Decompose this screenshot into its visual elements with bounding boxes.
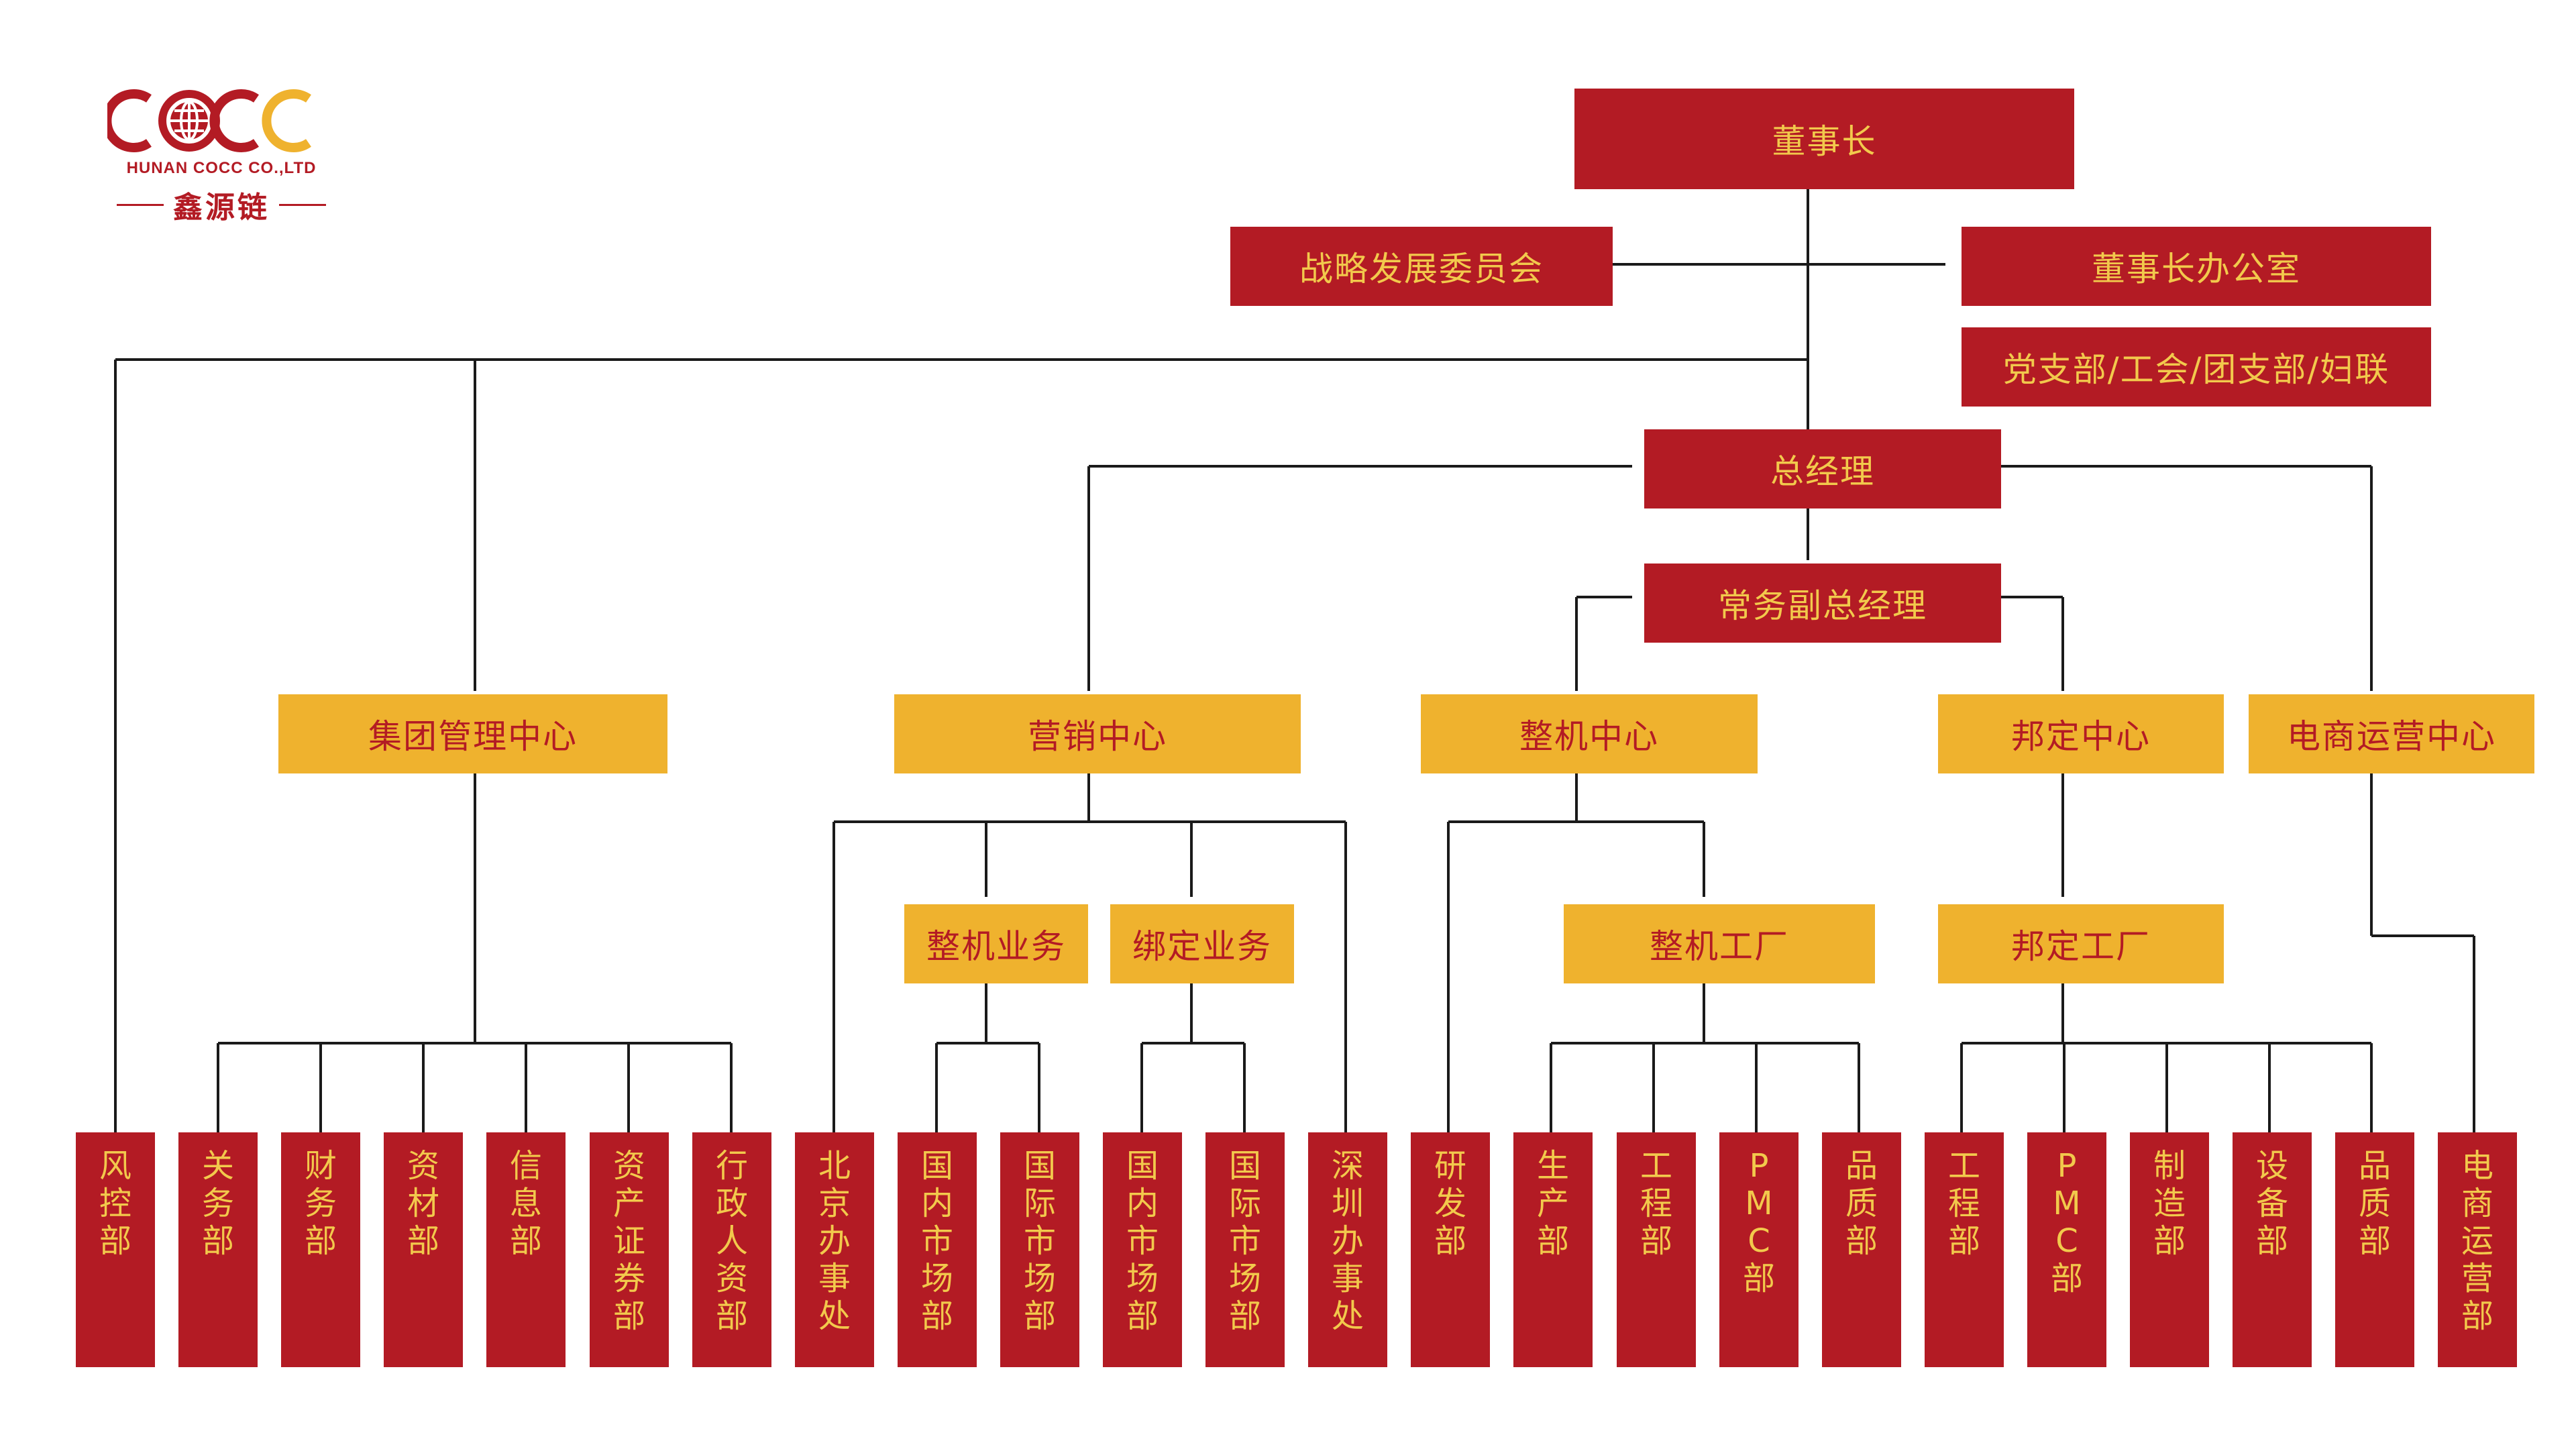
department-box[interactable]: 北京办事处 (795, 1132, 874, 1367)
machine-factory-box[interactable]: 整机工厂 (1564, 904, 1875, 983)
department-label: 工程部 (1947, 1147, 1980, 1260)
department-box[interactable]: 信息部 (486, 1132, 566, 1367)
company-logo: HUNAN COCC CO.,LTD 鑫源链 (107, 84, 335, 231)
department-box[interactable]: 工程部 (1925, 1132, 2004, 1367)
department-label: 品质部 (2358, 1147, 2391, 1260)
logo-chinese-name: 鑫源链 (173, 191, 270, 225)
department-label: 品质部 (1845, 1147, 1878, 1260)
ecommerce-center-box[interactable]: 电商运营中心 (2249, 694, 2534, 773)
department-box[interactable]: 资产证券部 (590, 1132, 669, 1367)
department-label: 生产部 (1536, 1147, 1569, 1260)
department-label: 信息部 (509, 1147, 542, 1260)
department-box[interactable]: 国际市场部 (1205, 1132, 1285, 1367)
department-box[interactable]: 行政人资部 (692, 1132, 771, 1367)
cocc-logo-mark-icon (107, 89, 311, 152)
department-label: 电商运营部 (2461, 1147, 2493, 1335)
chairman-office-box[interactable]: 董事长办公室 (1962, 227, 2431, 306)
department-box[interactable]: 国内市场部 (1103, 1132, 1182, 1367)
marketing-center-box[interactable]: 营销中心 (894, 694, 1301, 773)
department-label: 资材部 (407, 1147, 439, 1260)
department-label: 关务部 (201, 1147, 234, 1260)
executive-deputy-gm-box[interactable]: 常务副总经理 (1644, 564, 2001, 643)
department-box[interactable]: 品质部 (1822, 1132, 1901, 1367)
department-box[interactable]: 设备部 (2233, 1132, 2312, 1367)
department-box[interactable]: 国际市场部 (1000, 1132, 1079, 1367)
department-box[interactable]: 研发部 (1411, 1132, 1490, 1367)
department-box[interactable]: 工程部 (1617, 1132, 1696, 1367)
department-label: 国内市场部 (920, 1147, 953, 1335)
general-manager-box[interactable]: 总经理 (1644, 429, 2001, 508)
bonding-center-box[interactable]: 邦定中心 (1938, 694, 2224, 773)
department-label: 工程部 (1640, 1147, 1672, 1260)
department-label: 国际市场部 (1228, 1147, 1261, 1335)
logo-company-name: HUNAN COCC CO.,LTD (126, 159, 317, 177)
bonding-factory-box[interactable]: 邦定工厂 (1938, 904, 2224, 983)
department-box[interactable]: 国内市场部 (898, 1132, 977, 1367)
department-box[interactable]: 生产部 (1513, 1132, 1593, 1367)
logo-dash-right (279, 203, 326, 206)
department-box[interactable]: 财务部 (281, 1132, 360, 1367)
department-label: 北京办事处 (818, 1147, 851, 1335)
machine-business-box[interactable]: 整机业务 (904, 904, 1088, 983)
machine-center-box[interactable]: 整机中心 (1421, 694, 1758, 773)
party-union-box[interactable]: 党支部/工会/团支部/妇联 (1962, 327, 2431, 407)
department-box[interactable]: 关务部 (178, 1132, 258, 1367)
strategy-committee-box[interactable]: 战略发展委员会 (1230, 227, 1613, 306)
department-label: 资产证券部 (612, 1147, 645, 1335)
department-box[interactable]: 品质部 (2335, 1132, 2414, 1367)
department-label: 研发部 (1434, 1147, 1466, 1260)
department-label: 国内市场部 (1126, 1147, 1159, 1335)
department-label: 财务部 (304, 1147, 337, 1260)
logo-dash-left (117, 203, 164, 206)
department-label: 设备部 (2255, 1147, 2288, 1260)
department-label: 风控部 (99, 1147, 131, 1260)
department-box[interactable]: 电商运营部 (2438, 1132, 2517, 1367)
department-label: 行政人资部 (715, 1147, 748, 1335)
group-mgmt-center-box[interactable]: 集团管理中心 (278, 694, 667, 773)
department-box[interactable]: 风控部 (76, 1132, 155, 1367)
bonding-business-box[interactable]: 绑定业务 (1110, 904, 1294, 983)
department-label: 国际市场部 (1023, 1147, 1056, 1335)
logo-cn-row: 鑫源链 (107, 183, 335, 226)
department-label: 制造部 (2153, 1147, 2186, 1260)
department-label: 深圳办事处 (1331, 1147, 1364, 1335)
chairman-box[interactable]: 董事长 (1574, 89, 2074, 189)
department-box[interactable]: 资材部 (384, 1132, 463, 1367)
department-box[interactable]: 深圳办事处 (1308, 1132, 1387, 1367)
department-box[interactable]: 制造部 (2130, 1132, 2209, 1367)
